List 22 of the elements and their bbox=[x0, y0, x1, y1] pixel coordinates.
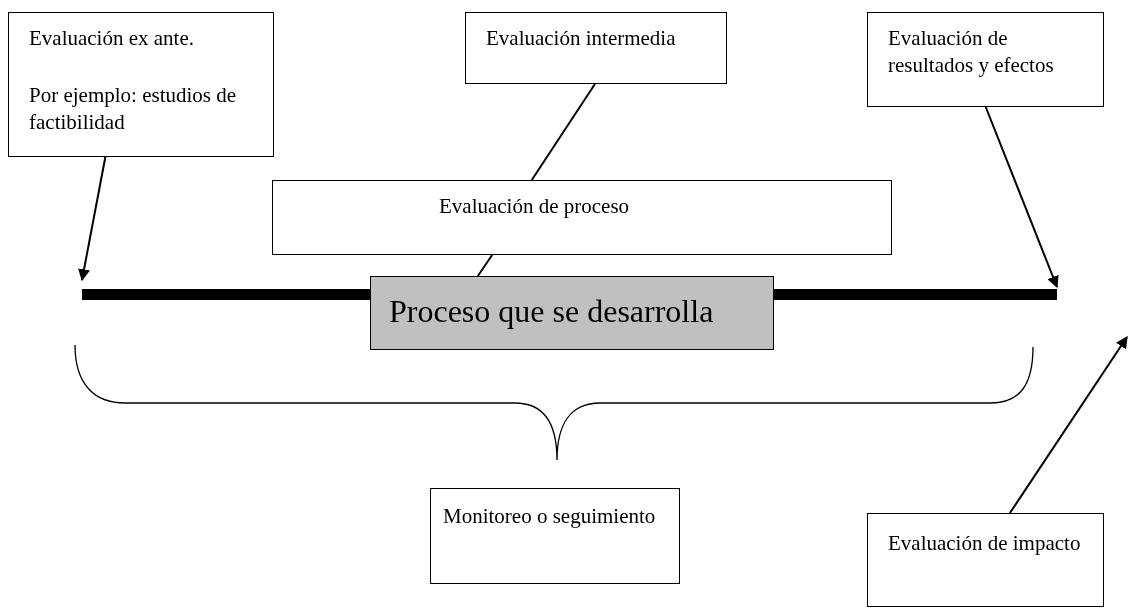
node-label: Proceso que se desarrolla bbox=[389, 292, 715, 331]
node-note: Por ejemplo: estudios de factibilidad bbox=[29, 82, 238, 136]
node-label: Monitoreo o seguimiento bbox=[443, 503, 657, 530]
connector-line bbox=[476, 254, 494, 277]
arrow bbox=[78, 156, 107, 282]
connector-line bbox=[530, 83, 596, 181]
node-label: Evaluación de resultados y efectos bbox=[888, 25, 1055, 79]
callout-box bbox=[8, 12, 274, 157]
arrow bbox=[984, 106, 1059, 289]
node-label: Evaluación intermedia bbox=[486, 25, 677, 52]
arrow bbox=[1008, 336, 1128, 514]
timeline-bar bbox=[774, 289, 1057, 300]
callout-box bbox=[867, 513, 1104, 607]
callout-box bbox=[867, 12, 1104, 107]
callout-box bbox=[430, 488, 680, 584]
node-title: Evaluación ex ante. bbox=[29, 25, 195, 52]
process-box bbox=[370, 276, 774, 350]
node-label: Evaluación de proceso bbox=[439, 193, 631, 220]
node-label: Evaluación de impacto bbox=[888, 530, 1082, 557]
callout-box bbox=[272, 180, 892, 255]
callout-box bbox=[465, 12, 727, 84]
timeline-bar bbox=[82, 289, 370, 300]
